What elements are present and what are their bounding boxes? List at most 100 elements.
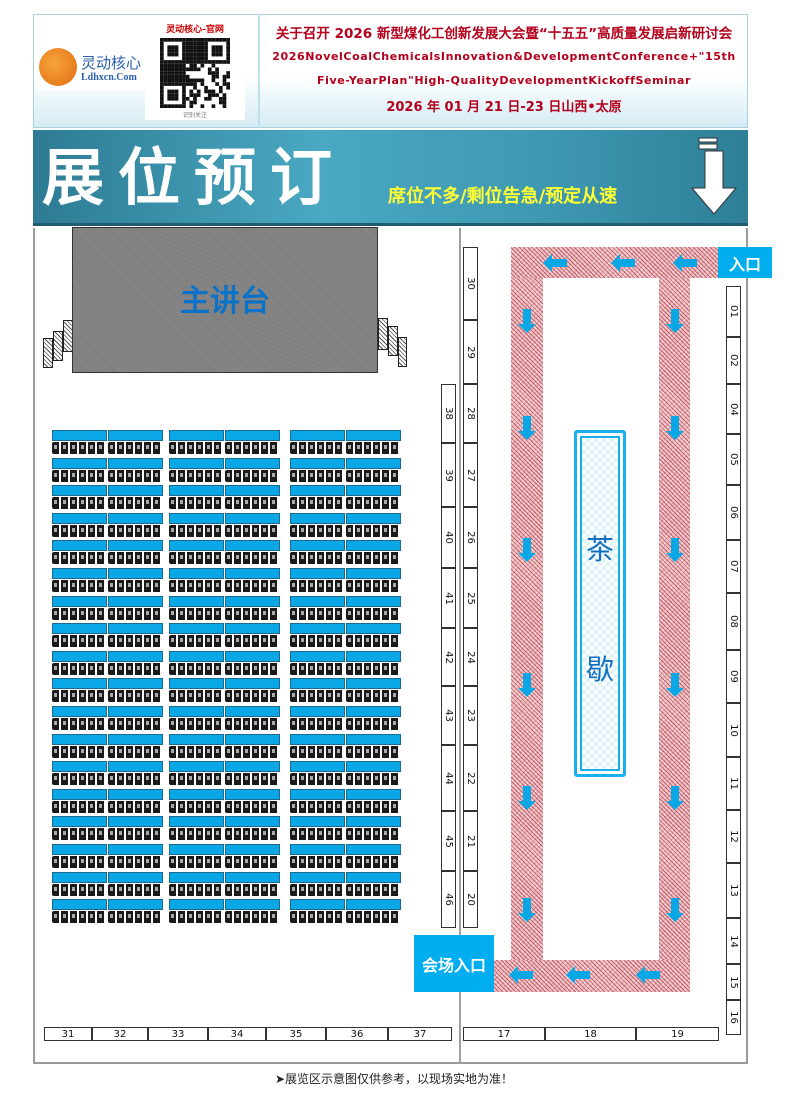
seminar-table (52, 623, 107, 635)
chair-row (52, 856, 106, 868)
logo: 灵动核心 Ldhxcn.Com (37, 40, 145, 90)
booth-42[interactable]: 42 (441, 628, 456, 686)
arrow-left-icon (611, 254, 635, 272)
booth-21[interactable]: 21 (463, 811, 478, 871)
booth-04[interactable]: 04 (726, 384, 741, 434)
seminar-table (169, 650, 224, 662)
booth-13[interactable]: 13 (726, 863, 741, 918)
booth-08[interactable]: 08 (726, 593, 741, 650)
seminar-table (169, 485, 224, 497)
chair-row (346, 856, 400, 868)
qr-code-icon[interactable] (157, 38, 233, 108)
booth-28[interactable]: 28 (463, 384, 478, 443)
booth-number: 06 (727, 506, 739, 519)
seminar-table (290, 457, 345, 469)
chair-row (108, 911, 162, 924)
booth-24[interactable]: 24 (463, 628, 478, 686)
booth-19[interactable]: 19 (636, 1027, 719, 1041)
booth-17[interactable]: 17 (463, 1027, 545, 1041)
booth-35[interactable]: 35 (266, 1027, 326, 1041)
booth-45[interactable]: 45 (441, 811, 456, 871)
seminar-table (108, 512, 163, 524)
chair-row (290, 580, 344, 592)
booth-27[interactable]: 27 (463, 443, 478, 507)
booth-10[interactable]: 10 (726, 703, 741, 757)
chair-row (346, 883, 400, 896)
booth-25[interactable]: 25 (463, 568, 478, 628)
booth-number: 10 (727, 723, 739, 737)
booth-number: 08 (727, 615, 739, 628)
seminar-table (108, 540, 163, 552)
booth-29[interactable]: 29 (463, 320, 478, 384)
booth-26[interactable]: 26 (463, 507, 478, 568)
booth-number: 02 (727, 354, 739, 367)
booth-23[interactable]: 23 (463, 686, 478, 745)
booth-01[interactable]: 01 (726, 286, 741, 337)
booth-38[interactable]: 38 (441, 384, 456, 443)
booth-39[interactable]: 39 (441, 443, 456, 507)
booth-31[interactable]: 31 (44, 1027, 92, 1041)
chair-row (108, 497, 162, 510)
chair-row (108, 552, 162, 565)
arrow-down-icon (666, 898, 684, 922)
chair-row (290, 745, 344, 758)
seminar-table (225, 430, 280, 441)
booth-41[interactable]: 41 (441, 568, 456, 628)
chair-row (225, 773, 279, 786)
chair-row (346, 800, 400, 813)
booth-number: 27 (464, 468, 476, 482)
booth-40[interactable]: 40 (441, 507, 456, 568)
booth-46[interactable]: 46 (441, 871, 456, 928)
arrow-down-icon (666, 416, 684, 440)
chair-row (169, 552, 223, 565)
booth-36[interactable]: 36 (326, 1027, 388, 1041)
booth-07[interactable]: 07 (726, 540, 741, 593)
booth-33[interactable]: 33 (148, 1027, 208, 1041)
seminar-table (52, 485, 107, 497)
chair-row (290, 718, 344, 730)
booth-14[interactable]: 14 (726, 918, 741, 964)
booth-16[interactable]: 16 (726, 1000, 741, 1035)
booth-15[interactable]: 15 (726, 964, 741, 1000)
chair-row (108, 800, 162, 813)
booth-22[interactable]: 22 (463, 745, 478, 811)
seminar-table (290, 761, 345, 773)
booth-20[interactable]: 20 (463, 871, 478, 928)
booth-12[interactable]: 12 (726, 810, 741, 863)
booth-37[interactable]: 37 (388, 1027, 452, 1041)
booth-09[interactable]: 09 (726, 650, 741, 703)
seminar-table (290, 844, 345, 855)
qr-panel: 灵动核心-官网 识别关注 (145, 22, 245, 120)
booth-18[interactable]: 18 (545, 1027, 636, 1041)
booth-44[interactable]: 44 (441, 745, 456, 811)
chair-row (169, 580, 223, 592)
chair-row (290, 442, 344, 454)
logo-url: Ldhxcn.Com (81, 72, 137, 83)
chair-row (225, 635, 279, 648)
booth-34[interactable]: 34 (208, 1027, 266, 1041)
chair-row (290, 690, 344, 703)
seminar-table (108, 733, 163, 745)
chair-row (108, 828, 162, 841)
booth-02[interactable]: 02 (726, 337, 741, 384)
booth-30[interactable]: 30 (463, 247, 478, 320)
booth-number: 26 (464, 531, 476, 544)
chair-row (52, 607, 106, 620)
chair-row (225, 856, 279, 868)
seminar-table (52, 678, 107, 690)
booth-05[interactable]: 05 (726, 434, 741, 485)
booth-number: 20 (464, 893, 476, 906)
chair-row (225, 524, 279, 537)
seminar-table (108, 430, 163, 441)
seminar-table (52, 761, 107, 773)
chair-row (108, 690, 162, 703)
booth-32[interactable]: 32 (92, 1027, 148, 1041)
stage-step (378, 318, 388, 350)
booth-11[interactable]: 11 (726, 757, 741, 810)
chair-row (346, 580, 400, 592)
seminar-table (52, 733, 107, 745)
seminar-table (52, 844, 107, 855)
booth-43[interactable]: 43 (441, 686, 456, 745)
seminar-table (225, 706, 280, 717)
booth-06[interactable]: 06 (726, 485, 741, 540)
